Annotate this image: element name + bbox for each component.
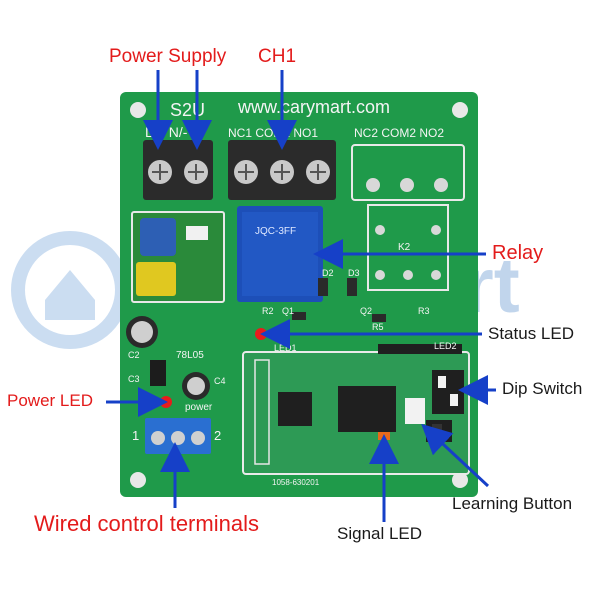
- regulator-78l05: [150, 360, 166, 386]
- label-signal-led: Signal LED: [337, 524, 423, 543]
- label-status-led: Status LED: [488, 324, 574, 343]
- q1-silk: Q1: [282, 306, 295, 316]
- board-website: www.carymart.com: [238, 97, 391, 117]
- r2-silk: R2: [262, 306, 274, 316]
- led2-silk: LED2: [434, 341, 457, 351]
- d3-silk: D3: [348, 268, 360, 278]
- power-module: [131, 211, 225, 303]
- c3-silk: C3: [128, 374, 140, 384]
- house-icon: [45, 270, 95, 320]
- ch2-footprint: [351, 144, 465, 291]
- serial-silk: 1058-630201: [272, 478, 320, 487]
- regulator-silk: 78L05: [176, 350, 204, 361]
- pin1-silk: 1: [132, 428, 140, 443]
- r5-silk: R5: [372, 322, 384, 332]
- d2-silk: D2: [322, 268, 334, 278]
- k2-silk: K2: [398, 242, 411, 253]
- label-ch1: CH1: [258, 46, 297, 67]
- power-silk: power: [185, 402, 213, 413]
- label-wired-terminals: Wired control terminals: [34, 511, 259, 536]
- pin2-silk: 2: [214, 428, 222, 443]
- q2-silk: Q2: [360, 306, 373, 316]
- receiver-module: [242, 351, 470, 475]
- c4-silk: C4: [214, 376, 226, 386]
- label-relay: Relay: [492, 242, 544, 264]
- label-dip-switch: Dip Switch: [502, 379, 583, 398]
- ch1-terminal-block: [228, 140, 336, 200]
- label-power-supply: Power Supply: [109, 46, 227, 67]
- label-power-led: Power LED: [7, 391, 93, 410]
- relay-part-silk: JQC-3FF: [255, 226, 297, 237]
- power-terminal-block: [143, 140, 213, 200]
- label-learning-button: Learning Button: [452, 494, 573, 513]
- ch2-terminal-silk: NC2 COM2 NO2: [354, 126, 445, 140]
- r3-silk: R3: [418, 306, 430, 316]
- c2-silk: C2: [128, 350, 140, 360]
- relay-component: [237, 206, 323, 302]
